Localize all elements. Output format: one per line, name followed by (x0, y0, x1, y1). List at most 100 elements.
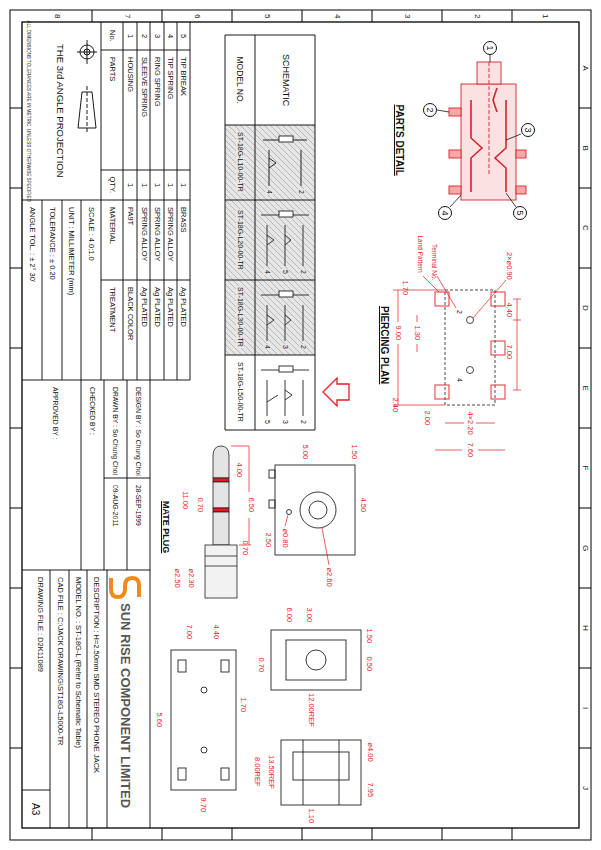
piercing-plan (491, 292, 505, 306)
title-block-grid (22, 22, 190, 828)
zone-letter: A (581, 65, 590, 72)
jack-schematic-symbol (279, 136, 293, 142)
selection-arrow (323, 378, 349, 406)
terminal-number: 2 (455, 309, 463, 315)
zone-letter: I (581, 706, 590, 710)
date: 28-SEP-1999 (135, 484, 142, 527)
side-view (271, 630, 361, 690)
table-cell: Ag PLATED (153, 286, 161, 328)
dimension: 9.70 (199, 797, 207, 814)
dimension: 9.00 (394, 325, 402, 342)
dimension: 5.00 (301, 444, 309, 461)
title-block-field: APPROVED BY : (52, 386, 59, 440)
piercing-plan (491, 385, 505, 399)
jack-schematic-symbol (279, 291, 293, 297)
side-view (171, 630, 361, 805)
table-cell: Ag PLATED (179, 286, 187, 328)
title-block-grid (22, 22, 190, 828)
mate-plug (213, 482, 229, 508)
table-cell: 1 (166, 182, 174, 188)
zone-letter: J (581, 785, 590, 791)
pin-number: 2 (297, 189, 305, 195)
front-view (269, 470, 275, 478)
piercing-plan (445, 290, 495, 405)
side-view (221, 768, 229, 780)
pin-number: 4 (265, 189, 273, 195)
side-view (221, 660, 229, 672)
piercing-plan (435, 290, 505, 405)
dimension: 0.70 (241, 540, 249, 557)
dimension-line (513, 299, 521, 390)
dimension: 4.00 (235, 462, 243, 479)
title-block-field: CHECKED BY : (89, 386, 96, 436)
mate-plug (205, 556, 237, 566)
table-cell: MATERIAL (108, 206, 116, 245)
dimension: 5.60 (155, 712, 163, 729)
dimension: 2.00 (423, 410, 431, 427)
jack-schematic-symbol (279, 366, 293, 372)
dimension: ø2.60 (325, 567, 333, 588)
projection-symbol (87, 86, 88, 134)
sheet-frame (10, 10, 591, 840)
pin-number: 5 (263, 419, 271, 425)
dimension: 0.50 (365, 656, 373, 673)
table-cell: 4 (166, 33, 174, 39)
dimension: 7.60 (466, 442, 474, 459)
table-cell: RING SPRING (153, 56, 161, 108)
pin-number: 3 (281, 344, 289, 350)
company-logo (111, 578, 139, 597)
front-view (300, 492, 336, 528)
side-view (178, 660, 186, 672)
jack-section (471, 100, 482, 192)
zone-number: 2 (473, 13, 482, 19)
zone-number: 7 (123, 13, 132, 19)
jack-section (489, 62, 490, 176)
zone-number: 3 (403, 13, 412, 19)
model-number: ST-18G-L20-00-TR (236, 209, 244, 271)
zone-letter: G (581, 544, 590, 552)
front-view (309, 501, 327, 519)
dimension: 0.70 (257, 657, 265, 674)
table-cell: Ag PLATED (140, 286, 148, 328)
note: ALL DIMENSIONS TOLERANCES ARE IN METRIC,… (26, 20, 31, 203)
jack-section (449, 150, 461, 158)
sheet-frame (22, 22, 579, 828)
side-view (178, 768, 186, 780)
title-block-field: MODEL NO. : ST-18G-L (Refer to Schematic… (74, 576, 82, 749)
side-view (281, 740, 361, 805)
zone-number: 1 (541, 13, 550, 19)
note: Land Pattern (417, 235, 424, 274)
mate-plug (205, 545, 237, 598)
table-cell: 1 (153, 182, 161, 188)
zone-letter: D (581, 304, 590, 312)
callout-circle: 3 (521, 123, 535, 137)
dimension: 7.00 (505, 344, 513, 361)
pin-number: 5 (281, 269, 289, 275)
dimension-line (423, 276, 506, 318)
jack-schematic-symbol (279, 211, 293, 217)
callout-circle: 1 (483, 41, 497, 55)
model-number: ST-18G-L30-00-TR (236, 286, 244, 348)
dimension: 1.30 (413, 325, 421, 342)
pin-number: 4 (263, 344, 271, 350)
callout-number: 2 (426, 108, 435, 113)
model-number: ST-18G-L50-00-TR (236, 361, 244, 423)
table-cell: PA9T (126, 206, 134, 226)
dimension: ø2.30 (187, 568, 195, 589)
projection-symbol (77, 40, 97, 134)
mate-plug (205, 446, 237, 598)
dimension: 1.70 (239, 697, 247, 714)
dimension: 7.00 (185, 624, 193, 641)
dimension: 1.50 (365, 628, 373, 645)
callout-circle: 2 (423, 103, 437, 117)
callout-number: 3 (524, 128, 533, 133)
table-cell: 2 (140, 33, 148, 39)
table-cell: BRASS (179, 206, 187, 233)
table-cell: Ag PLATED (166, 286, 174, 328)
zone-letter: C (581, 224, 590, 232)
sheet-frame (579, 108, 591, 748)
pin-number: 2 (299, 269, 307, 275)
jack-schematic-symbol (261, 295, 309, 341)
dimension: 2.50 (264, 532, 272, 549)
